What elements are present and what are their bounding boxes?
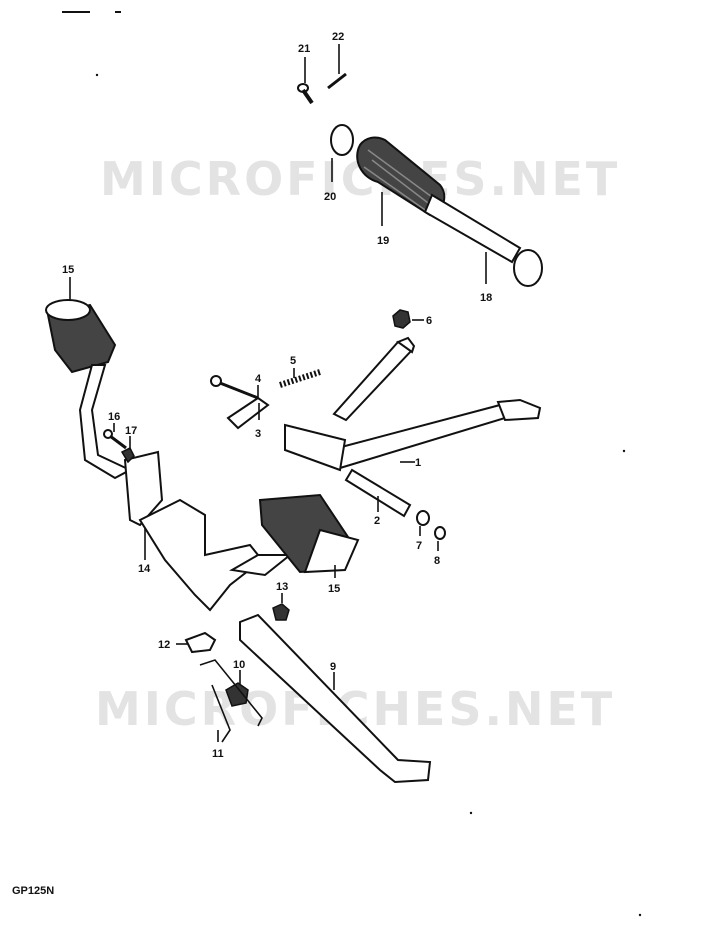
part-5-spring (279, 369, 321, 388)
part-9-side-stand (239, 613, 432, 784)
part-12-bolt (184, 631, 217, 654)
model-code: GP125N (12, 885, 54, 897)
label-part-12: 12 (158, 639, 170, 651)
label-part-7: 7 (416, 540, 422, 552)
part-18-rod (423, 193, 543, 287)
label-part-20: 20 (324, 191, 336, 203)
label-part-8: 8 (434, 555, 440, 567)
part-22-pin (327, 72, 347, 90)
part-11-spring (199, 659, 263, 743)
dot (638, 913, 642, 917)
label-part-5: 5 (290, 355, 296, 367)
part-1-center-stand (284, 336, 542, 472)
part-13-nut (272, 603, 290, 621)
part-14-bracket (78, 364, 293, 612)
label-part-4: 4 (255, 373, 262, 385)
part-15-rubber-right (258, 493, 360, 574)
label-part-21: 21 (298, 43, 310, 55)
part-16-bolt (103, 429, 127, 450)
part-17-nut (120, 446, 135, 464)
label-part-15-right: 15 (328, 583, 340, 595)
label-part-10: 10 (233, 659, 245, 671)
label-part-1: 1 (415, 457, 421, 469)
part-8-nut (434, 526, 446, 540)
label-part-22: 22 (332, 31, 344, 43)
part-10-spacer (225, 682, 249, 707)
part-15-rubber-left (45, 299, 117, 374)
label-part-13: 13 (276, 581, 288, 593)
part-3-plate (226, 396, 270, 430)
part-2-shaft (344, 468, 412, 518)
label-part-18: 18 (480, 292, 492, 304)
label-part-11: 11 (212, 748, 224, 760)
dot (469, 811, 473, 815)
part-7-washer (416, 510, 430, 526)
leader-lines (69, 44, 487, 742)
label-part-3: 3 (255, 428, 261, 440)
part-20-washer (330, 124, 354, 156)
label-part-14: 14 (138, 563, 151, 575)
label-part-9: 9 (330, 661, 336, 673)
dot (622, 449, 626, 453)
dot (95, 73, 99, 77)
part-6-nut (392, 309, 411, 329)
part-4-bolt (210, 375, 259, 400)
label-part-6: 6 (426, 315, 432, 327)
label-part-2: 2 (374, 515, 380, 527)
label-part-15-left: 15 (62, 264, 74, 276)
label-part-17: 17 (125, 425, 137, 437)
label-part-19: 19 (377, 235, 389, 247)
part-21-bolt (297, 83, 314, 105)
label-part-16: 16 (108, 411, 120, 423)
